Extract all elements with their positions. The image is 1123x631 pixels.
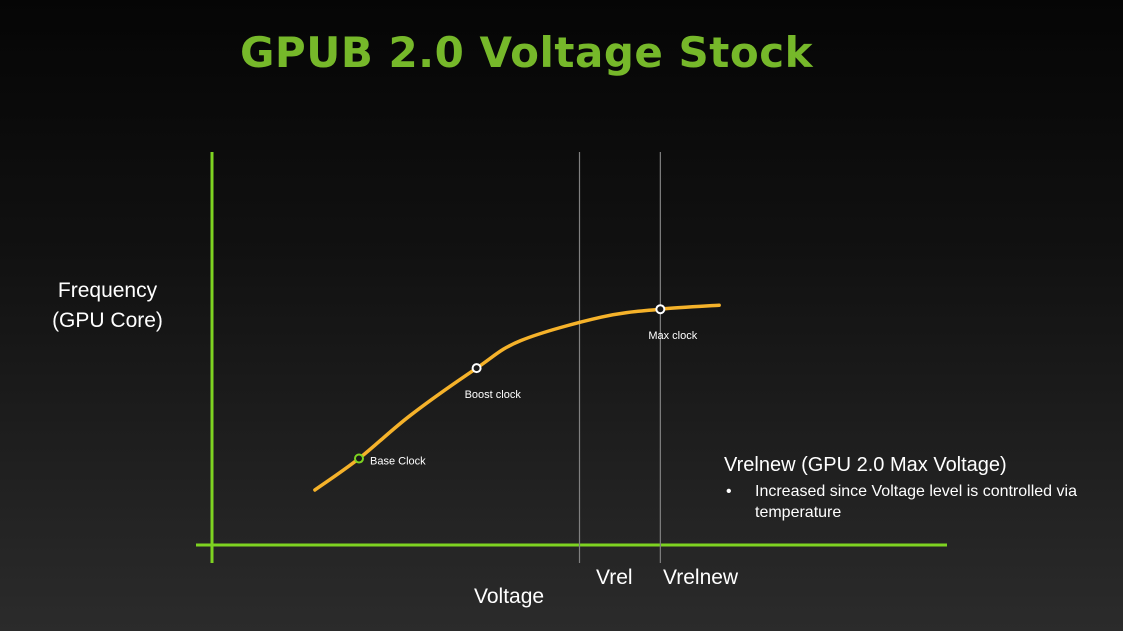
point-marker-3 xyxy=(655,304,666,315)
slide-title: GPUB 2.0 Voltage Stock xyxy=(239,28,814,77)
point-label-2: Boost clock xyxy=(465,389,522,401)
clock-points: Base Clock Boost clock Max clock xyxy=(354,304,698,468)
annotation-title: Vrelnew (GPU 2.0 Max Voltage) xyxy=(724,454,1007,476)
x-axis-label: Voltage xyxy=(474,585,545,608)
point-marker-1 xyxy=(354,453,364,464)
y-axis-label-line-1: Frequency xyxy=(57,279,158,302)
y-axis-label-line-2: (GPU Core) xyxy=(52,309,163,332)
annotation-box: Vrelnew (GPU 2.0 Max Voltage) • Increase… xyxy=(724,454,1119,523)
vrelnew-label: Vrelnew xyxy=(663,566,739,589)
y-axis-label: Frequency (GPU Core) xyxy=(30,276,185,336)
guide-lines xyxy=(578,152,661,563)
point-label-3: Max clock xyxy=(648,330,697,342)
frequency-curve xyxy=(313,303,721,492)
annotation-bullets: • Increased since Voltage level is contr… xyxy=(724,481,1119,523)
point-marker-2 xyxy=(471,363,482,374)
annotation-bullet-text: Increased since Voltage level is control… xyxy=(755,483,1077,521)
point-label-1: Base Clock xyxy=(370,456,426,468)
vrel-label: Vrel xyxy=(596,566,633,589)
bullet-icon: • xyxy=(726,483,732,500)
annotation-bullet: • Increased since Voltage level is contr… xyxy=(724,481,1119,523)
